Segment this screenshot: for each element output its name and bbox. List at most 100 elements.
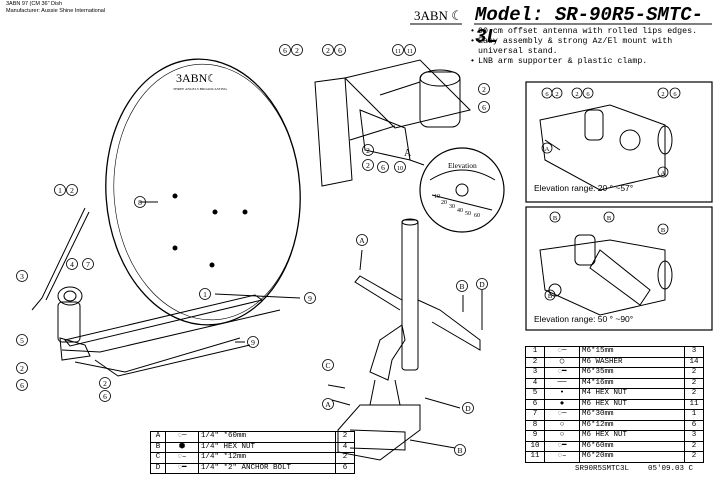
svg-text:40: 40	[457, 208, 463, 214]
nut-icon: ●	[559, 399, 565, 408]
nut-icon: •	[559, 389, 565, 398]
brand-logo: 3ABN ☾	[414, 8, 463, 24]
svg-text:6: 6	[673, 91, 677, 98]
svg-text:11: 11	[407, 49, 413, 55]
elevation-detail	[409, 147, 505, 233]
footer-code: SR90R5SMTC3L	[575, 465, 630, 473]
footer-date: 05'09.03 C	[648, 465, 694, 473]
svg-text:A: A	[359, 236, 365, 245]
svg-text:6: 6	[482, 103, 486, 112]
svg-text:10: 10	[397, 166, 403, 172]
svg-text:2: 2	[366, 161, 370, 170]
svg-text:A: A	[545, 146, 550, 153]
elevation-marker: A	[404, 148, 412, 159]
brand-text: 3ABN	[414, 8, 448, 23]
svg-text:2: 2	[555, 91, 558, 98]
brand-swirl-icon: ☾	[451, 8, 463, 23]
svg-text:B: B	[457, 446, 462, 455]
svg-text:2: 2	[103, 379, 107, 388]
svg-text:6: 6	[381, 163, 385, 172]
svg-text:2: 2	[575, 91, 578, 98]
svg-text:B: B	[553, 215, 558, 222]
feature-item: Easy assembly & strong Az/El mount with …	[470, 37, 715, 57]
svg-text:6: 6	[586, 91, 590, 98]
svg-text:6: 6	[20, 381, 24, 390]
svg-text:B: B	[459, 282, 464, 291]
svg-text:7: 7	[86, 260, 90, 269]
top-note-line2: Manufacturer: Aussie Shine International	[6, 7, 106, 14]
svg-text:2: 2	[661, 91, 664, 98]
svg-text:2: 2	[295, 46, 299, 55]
bolt-icon: ◌–	[177, 453, 187, 462]
screw-icon: ──	[557, 378, 567, 387]
svg-text:60: 60	[474, 213, 480, 219]
svg-text:4: 4	[70, 260, 74, 269]
bolt-icon: ○	[559, 420, 565, 429]
feature-list: 90 cm offset antenna with rolled lips ed…	[470, 27, 715, 67]
dish-brand-sub: THREE ANGELS BROADCASTING	[173, 87, 228, 91]
top-note: 3ABN 97 (CM 36" Dish Manufacturer: Aussi…	[6, 1, 105, 14]
svg-text:2: 2	[482, 85, 486, 94]
svg-text:30: 30	[449, 204, 455, 210]
svg-text:5: 5	[20, 336, 24, 345]
elevation-scale: 10 20 30 40 50 60	[434, 194, 480, 219]
bolt-icon: ◌─	[177, 432, 187, 441]
feature-item: 90 cm offset antenna with rolled lips ed…	[470, 27, 715, 37]
inset-2-drawing	[539, 234, 673, 316]
inset-box-1	[525, 81, 713, 203]
bolt-icon: ◌━	[557, 368, 567, 377]
svg-text:20: 20	[441, 200, 447, 206]
svg-text:B: B	[607, 215, 612, 222]
lnb-arm	[31, 207, 281, 377]
inset-1-caption: Elevation range: 20 ° ~57°	[534, 183, 634, 193]
svg-text:3: 3	[20, 272, 24, 281]
svg-text:6: 6	[338, 46, 342, 55]
dish-reflector	[105, 58, 301, 326]
anchor-bolt-icon: ◌━	[177, 463, 187, 472]
mast-stand	[327, 218, 483, 461]
svg-text:2: 2	[20, 364, 24, 373]
bolt-icon: ◌─	[557, 347, 567, 356]
svg-text:1: 1	[203, 290, 207, 299]
svg-text:6: 6	[103, 392, 107, 401]
svg-text:2: 2	[70, 186, 74, 195]
az-el-mount	[314, 59, 471, 187]
dish-brand: 3ABN	[176, 71, 208, 85]
bolt-icon: ◌─	[557, 410, 567, 419]
svg-text:A: A	[661, 170, 666, 177]
svg-text:D: D	[479, 280, 485, 289]
svg-text:B: B	[548, 293, 553, 300]
svg-text:8: 8	[138, 198, 142, 207]
svg-text:D: D	[465, 404, 471, 413]
svg-text:A: A	[325, 400, 331, 409]
inset-1-drawing	[539, 104, 673, 191]
inset-2-caption: Elevation range: 50 ° ~90°	[534, 314, 634, 324]
svg-text:50: 50	[465, 211, 471, 217]
svg-text:11: 11	[395, 49, 401, 55]
svg-text:9: 9	[251, 338, 255, 347]
svg-text:6: 6	[283, 46, 287, 55]
bolt-icon: ◌–	[557, 452, 567, 461]
top-note-line1: 3ABN 97 (CM 36" Dish	[6, 1, 63, 7]
svg-text:10: 10	[434, 194, 440, 200]
washer-icon: ◯	[559, 357, 565, 366]
svg-text:2: 2	[366, 146, 370, 155]
svg-text:6: 6	[545, 91, 549, 98]
nut-icon: ○	[559, 431, 565, 440]
